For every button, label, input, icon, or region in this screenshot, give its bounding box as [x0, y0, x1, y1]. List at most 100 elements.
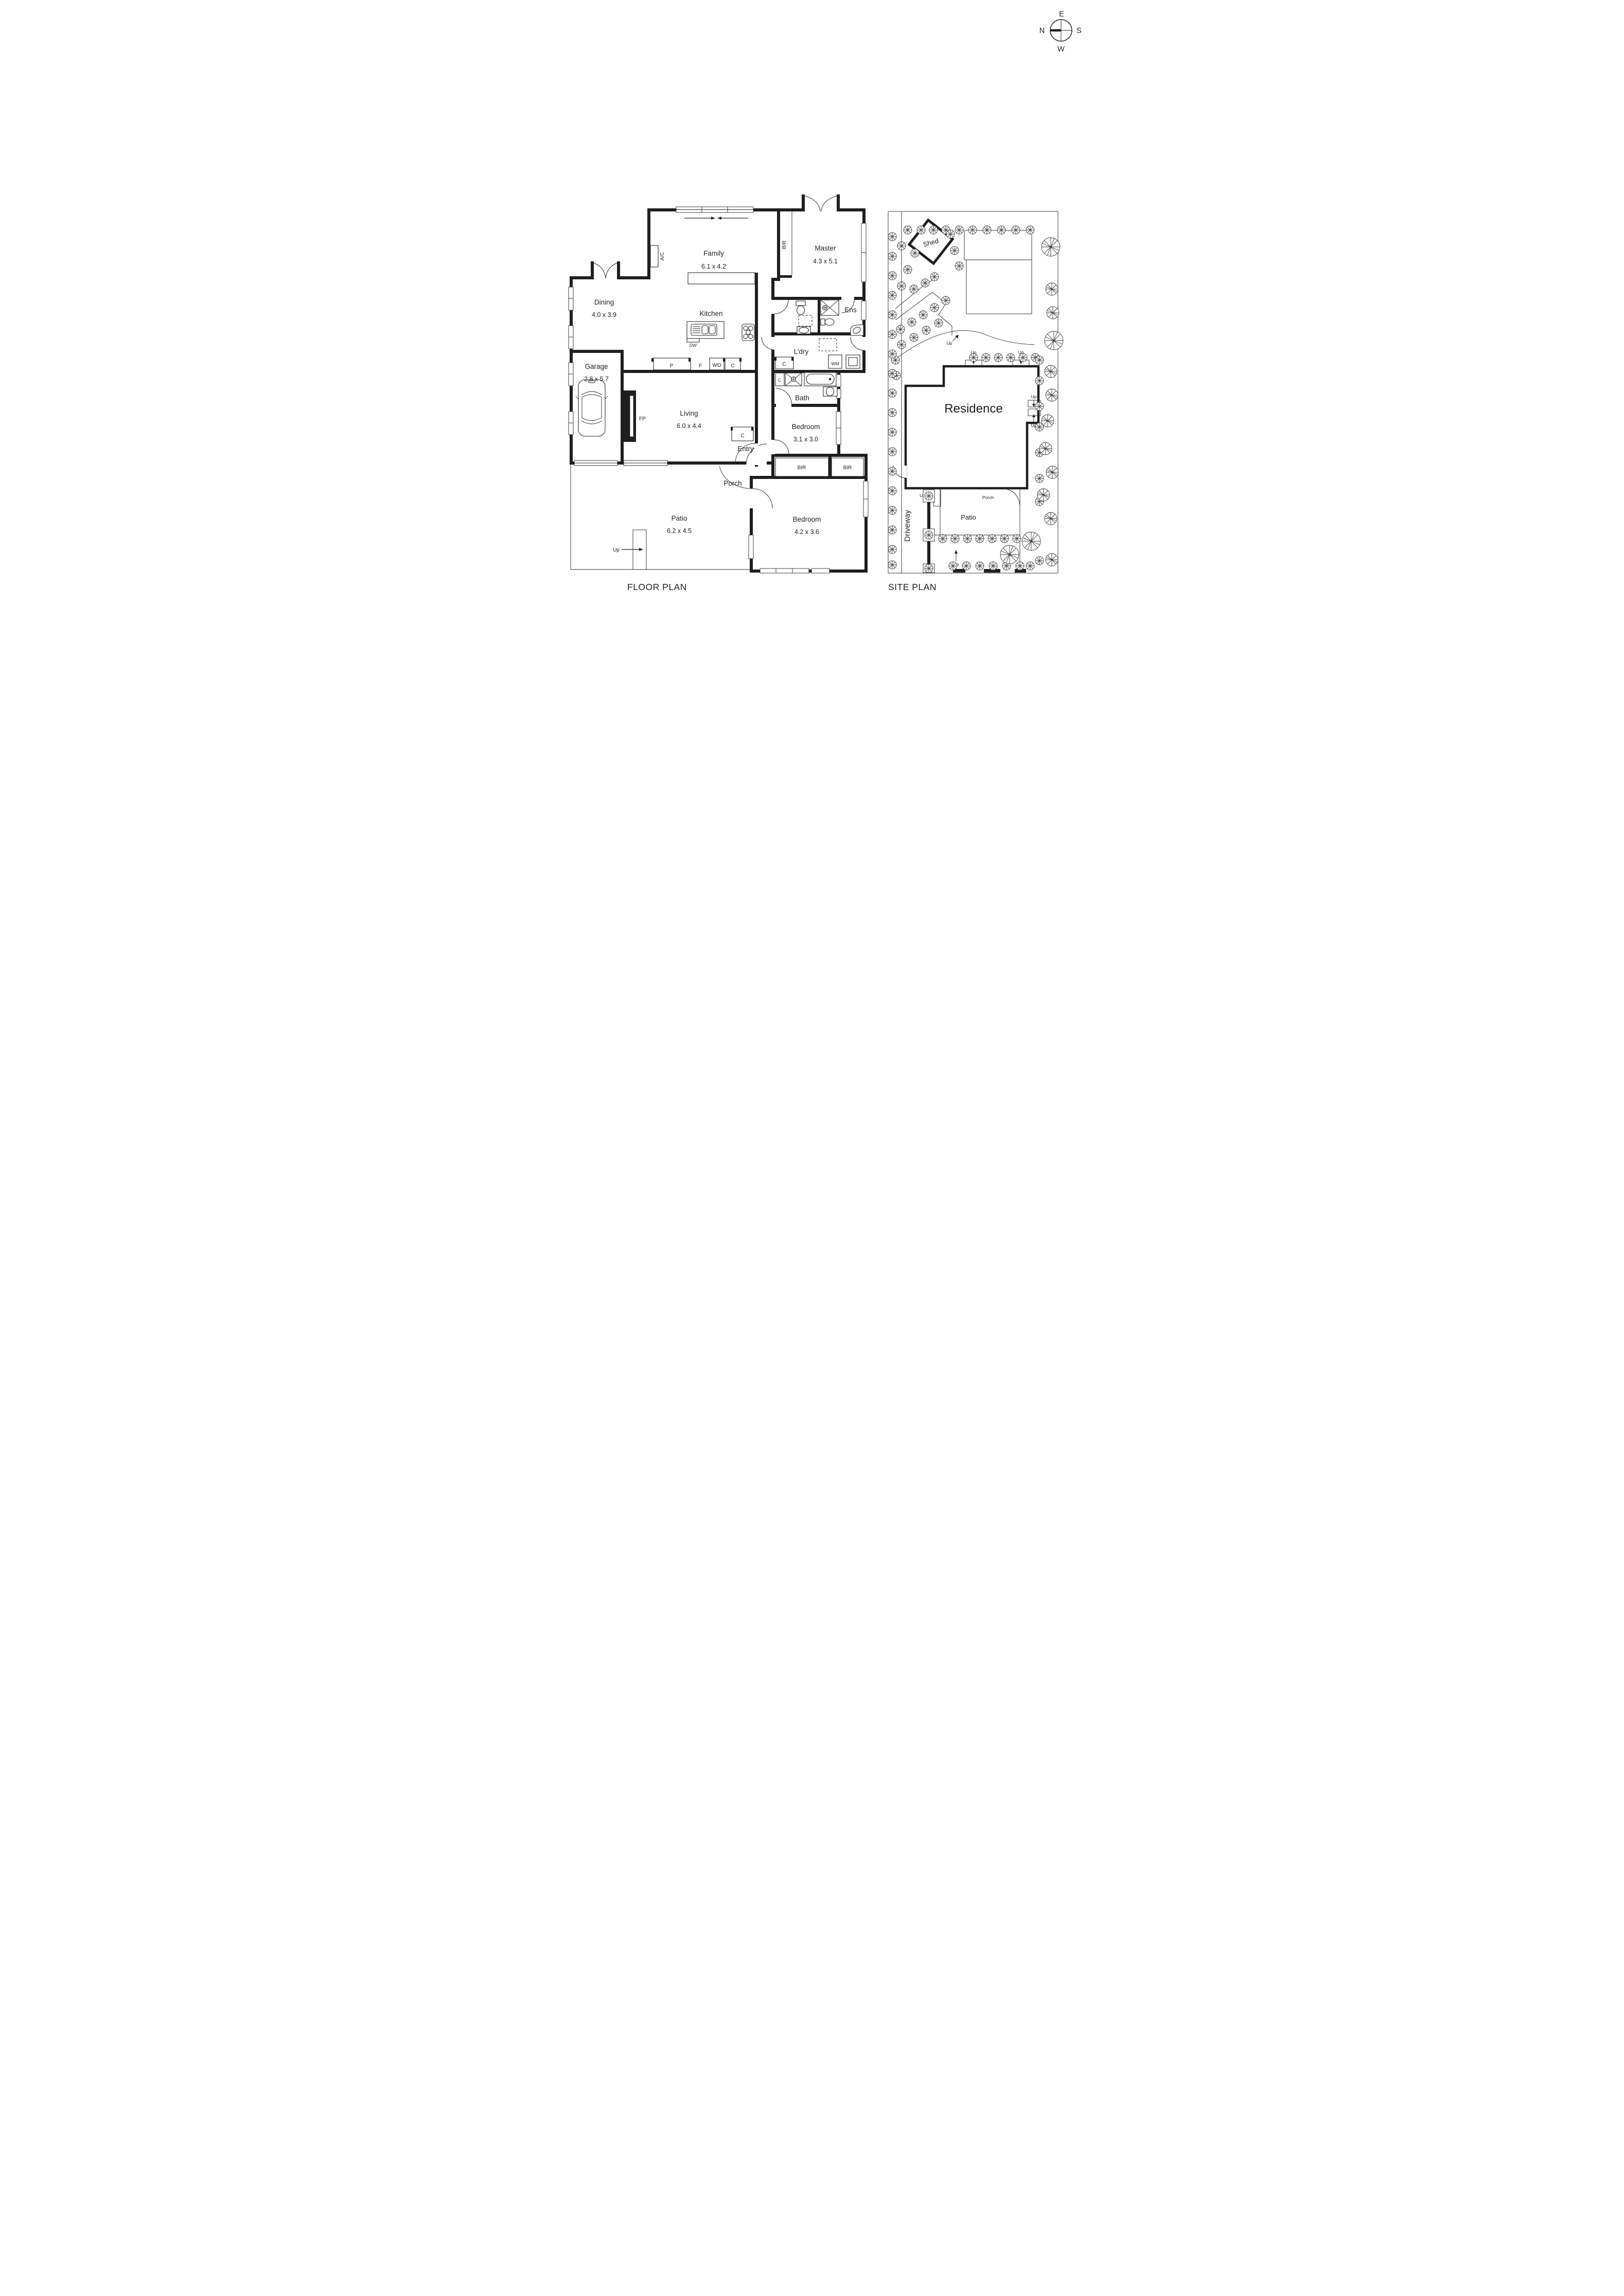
- tree-icon: [888, 330, 897, 339]
- floorplan-drawing: E N S W: [568, 10, 1082, 592]
- tree-icon: [929, 225, 938, 235]
- site-plan-title: SITE PLAN: [888, 582, 937, 592]
- built-in-robe-box: [775, 457, 829, 477]
- tree-icon: [919, 310, 928, 319]
- dining-window: [568, 325, 574, 349]
- tree-icon: [1021, 531, 1041, 551]
- tree-icon: [1035, 376, 1044, 385]
- porch-edge: [719, 466, 750, 489]
- toilet-icon: [820, 318, 825, 326]
- tree-icon: [888, 486, 897, 495]
- label-pantry: P: [670, 363, 674, 369]
- tree-icon: [968, 225, 977, 235]
- bath-window: [836, 374, 841, 387]
- tree-icon: [903, 265, 912, 274]
- room-label-entry: Entry: [737, 445, 754, 453]
- cupboard-box: [725, 358, 741, 370]
- toilet-icon: [796, 300, 806, 306]
- tree-icon: [934, 318, 943, 328]
- room-dims-bedroom2: 3.1 x 3.0: [793, 436, 818, 443]
- tree-icon: [948, 561, 958, 571]
- room-label-living: Living: [680, 410, 698, 417]
- bedroom-side-window: [748, 535, 754, 559]
- tree-icon: [950, 534, 960, 543]
- room-label-porch: Porch: [723, 479, 742, 487]
- driveway-label: Driveway: [903, 510, 912, 542]
- built-in-robe-box: [831, 457, 864, 477]
- tree-icon: [888, 369, 897, 378]
- tree-icon: [1011, 225, 1020, 235]
- tree-icon: [1026, 561, 1035, 571]
- tree-icon: [1041, 414, 1054, 428]
- tree-icon: [1046, 306, 1060, 319]
- kitchen-fixtures: [651, 272, 755, 370]
- tree-icon: [1045, 553, 1058, 566]
- tree-icon: [897, 281, 906, 291]
- tree-icon: [1006, 353, 1015, 362]
- residence: Residence: [893, 365, 1040, 490]
- label-cupboard: C: [740, 433, 744, 439]
- label-fireplace: FP: [639, 416, 646, 422]
- room-label-ensuite: Ens: [844, 306, 857, 314]
- tree-icon: [997, 225, 1006, 235]
- tree-icon: [938, 534, 947, 543]
- tree-icon: [924, 564, 933, 573]
- site-porch-arc: [1002, 488, 1020, 506]
- tree-icon: [994, 353, 1003, 362]
- tree-icon: [962, 561, 971, 571]
- tree-icon: [1044, 365, 1057, 378]
- label-bir: BIR: [782, 241, 787, 250]
- laundry-fixtures: [774, 338, 860, 369]
- tree-icon: [930, 303, 939, 312]
- room-dims-bedroom3: 4.2 x 3.6: [795, 528, 819, 536]
- tree-icon: [888, 506, 897, 515]
- floorplan-page: E N S W: [541, 0, 1083, 766]
- room-dims-living: 6.0 x 4.4: [677, 422, 701, 430]
- tree-icon: [888, 560, 897, 569]
- svg-text:Up: Up: [613, 547, 620, 553]
- tree-icon: [910, 248, 920, 258]
- tree-icon: [888, 408, 897, 417]
- svg-text:Up: Up: [1018, 350, 1024, 355]
- compass-west: W: [1057, 45, 1065, 54]
- tree-icon: [1045, 388, 1058, 402]
- garden-paths: [895, 277, 1035, 573]
- tree-icon: [888, 349, 897, 359]
- tree-icon: [1012, 534, 1021, 543]
- tree-icon: [916, 225, 926, 235]
- tree-icon: [1037, 488, 1050, 502]
- ensuite-fixtures: [796, 299, 864, 336]
- tree-icon: [897, 340, 906, 349]
- label-dishwasher: DW: [690, 343, 697, 348]
- room-label-dining: Dining: [594, 298, 614, 306]
- garden-bed: [953, 569, 965, 573]
- tree-icon: [963, 534, 972, 543]
- tree-icon: [1035, 402, 1044, 411]
- bath-fixtures: [775, 372, 838, 397]
- tree-icon: [1044, 512, 1057, 525]
- tree-icon: [987, 534, 997, 543]
- tree-icon: [946, 229, 955, 239]
- pantry-bench: [653, 358, 691, 370]
- site-plan: Shed Residence Up Up Up Up: [888, 211, 1064, 592]
- tree-icon: [1035, 474, 1044, 483]
- tree-icon: [922, 326, 931, 335]
- dining-window: [568, 287, 574, 311]
- compass-east: E: [1059, 10, 1064, 19]
- label-wall-oven: WO: [712, 363, 721, 368]
- tree-icon: [888, 525, 897, 535]
- fireplace-icon: [623, 390, 636, 442]
- tree-icon: [888, 545, 897, 554]
- residence-label: Residence: [944, 402, 1002, 416]
- tree-icon: [903, 225, 912, 235]
- tree-icon: [1035, 355, 1044, 365]
- tree-icon: [975, 534, 984, 543]
- room-dims-dining: 4.0 x 3.9: [592, 311, 616, 318]
- tree-icon: [896, 325, 905, 334]
- room-dims-family: 6.1 x 4.2: [701, 263, 726, 270]
- tree-icon: [988, 561, 998, 571]
- tree-icon: [1039, 442, 1052, 455]
- svg-text:Up: Up: [1031, 394, 1037, 399]
- tree-icon: [888, 447, 897, 456]
- room-label-laundry: L’dry: [794, 348, 809, 355]
